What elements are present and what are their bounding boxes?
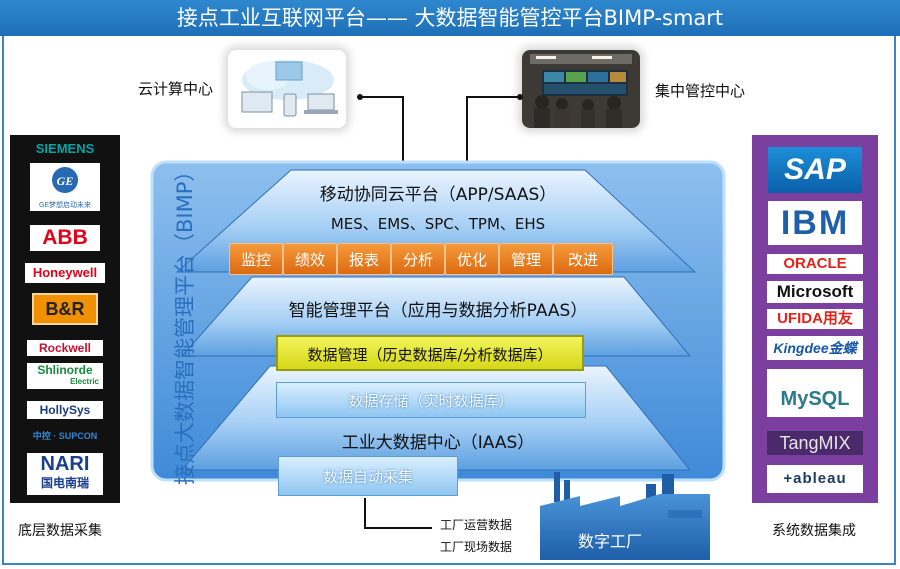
tableau-text: +ableau (783, 470, 847, 487)
module-report-button[interactable]: 报表 (337, 243, 391, 275)
bimp-vertical-label: 接点大数据智能管理平台（BIMP） (173, 160, 197, 485)
cloud-computing-image (228, 50, 346, 128)
cloud-computing-label: 云计算中心 (138, 80, 214, 98)
siemens-logo: SIEMENS (35, 141, 95, 156)
rockwell-logo: Rockwell (27, 340, 103, 356)
factory-field-data-label: 工厂现场数据 (440, 540, 513, 554)
module-manage-button[interactable]: 管理 (499, 243, 553, 275)
auto-collection-box: 数据自动采集 (278, 456, 458, 496)
br-text: B&R (45, 299, 85, 319)
cloud-devices-icon (241, 60, 338, 117)
sap-text: SAP (784, 153, 846, 186)
module-analysis-button[interactable]: 分析 (391, 243, 445, 275)
microsoft-logo: Microsoft (767, 281, 863, 303)
ibm-text: IBM (780, 204, 850, 242)
control-center-image (522, 50, 640, 128)
diagram-frame (2, 36, 896, 565)
mysql-logo: MySQL (767, 369, 863, 417)
honeywell-logo: Honeywell (25, 263, 105, 283)
hollysys-logo: HollySys (27, 401, 103, 419)
left-caption: 底层数据采集 (18, 523, 102, 539)
shinorde-logo: Shlinorde Electric (27, 363, 103, 389)
left-logo-panel: SIEMENS GE GE梦想启动未来 ABB Honeywell B&R Ro… (10, 135, 120, 503)
tableau-logo: +ableau (767, 465, 863, 493)
sap-logo: SAP (768, 147, 862, 193)
right-logo-panel: SAP IBM ORACLE Microsoft UFIDA用友 Kingdee… (752, 135, 878, 503)
nari-sub: 国电南瑞 (40, 476, 89, 490)
intelligent-management-platform-label: 智能管理平台（应用与数据分析PAAS） (288, 301, 588, 321)
mysql-text: MySQL (780, 388, 850, 410)
tangmix-logo: TangMIX (767, 431, 863, 455)
module-performance-button[interactable]: 绩效 (283, 243, 337, 275)
module-monitor-button[interactable]: 监控 (229, 243, 283, 275)
abb-logo: ABB (30, 225, 100, 251)
digital-factory-label: 数字工厂 (578, 532, 643, 551)
shinorde-sub: Electric (70, 377, 99, 386)
ge-tagline: GE梦想启动未来 (38, 202, 92, 209)
supcon-logo: 中控 · SUPCON (32, 431, 98, 441)
industrial-data-center-label: 工业大数据中心（IAAS） (341, 433, 535, 453)
shinorde-text: Shlinorde (37, 363, 93, 377)
data-management-box: 数据管理（历史数据库/分析数据库） (276, 335, 584, 371)
ibm-logo: IBM (768, 201, 862, 245)
kingdee-logo: Kingdee金蝶 (767, 336, 863, 360)
factory-icon (540, 472, 710, 560)
control-center-label: 集中管控中心 (655, 82, 746, 100)
ufida-logo: UFIDA用友 (767, 309, 863, 329)
svg-text:GE: GE (57, 174, 74, 188)
module-improve-button[interactable]: 改进 (553, 243, 613, 275)
mobile-cloud-platform-label: 移动协同云平台（APP/SAAS） (319, 185, 557, 205)
oracle-logo: ORACLE (767, 254, 863, 274)
right-caption: 系统数据集成 (772, 523, 856, 539)
ge-logo: GE GE梦想启动未来 (30, 163, 100, 211)
module-optimize-button[interactable]: 优化 (445, 243, 499, 275)
ge-emblem-icon: GE (52, 167, 78, 193)
nari-logo: NARI 国电南瑞 (27, 453, 103, 495)
system-list-label: MES、EMS、SPC、TPM、EHS (330, 215, 546, 233)
data-storage-box: 数据存储（实时数据库） (276, 382, 586, 418)
factory-operation-data-label: 工厂运营数据 (440, 518, 513, 532)
control-room-icon (522, 50, 640, 128)
page-title: 接点工业互联网平台—— 大数据智能管控平台BIMP-smart (0, 0, 900, 36)
br-logo: B&R (32, 293, 98, 325)
nari-text: NARI (40, 453, 90, 475)
